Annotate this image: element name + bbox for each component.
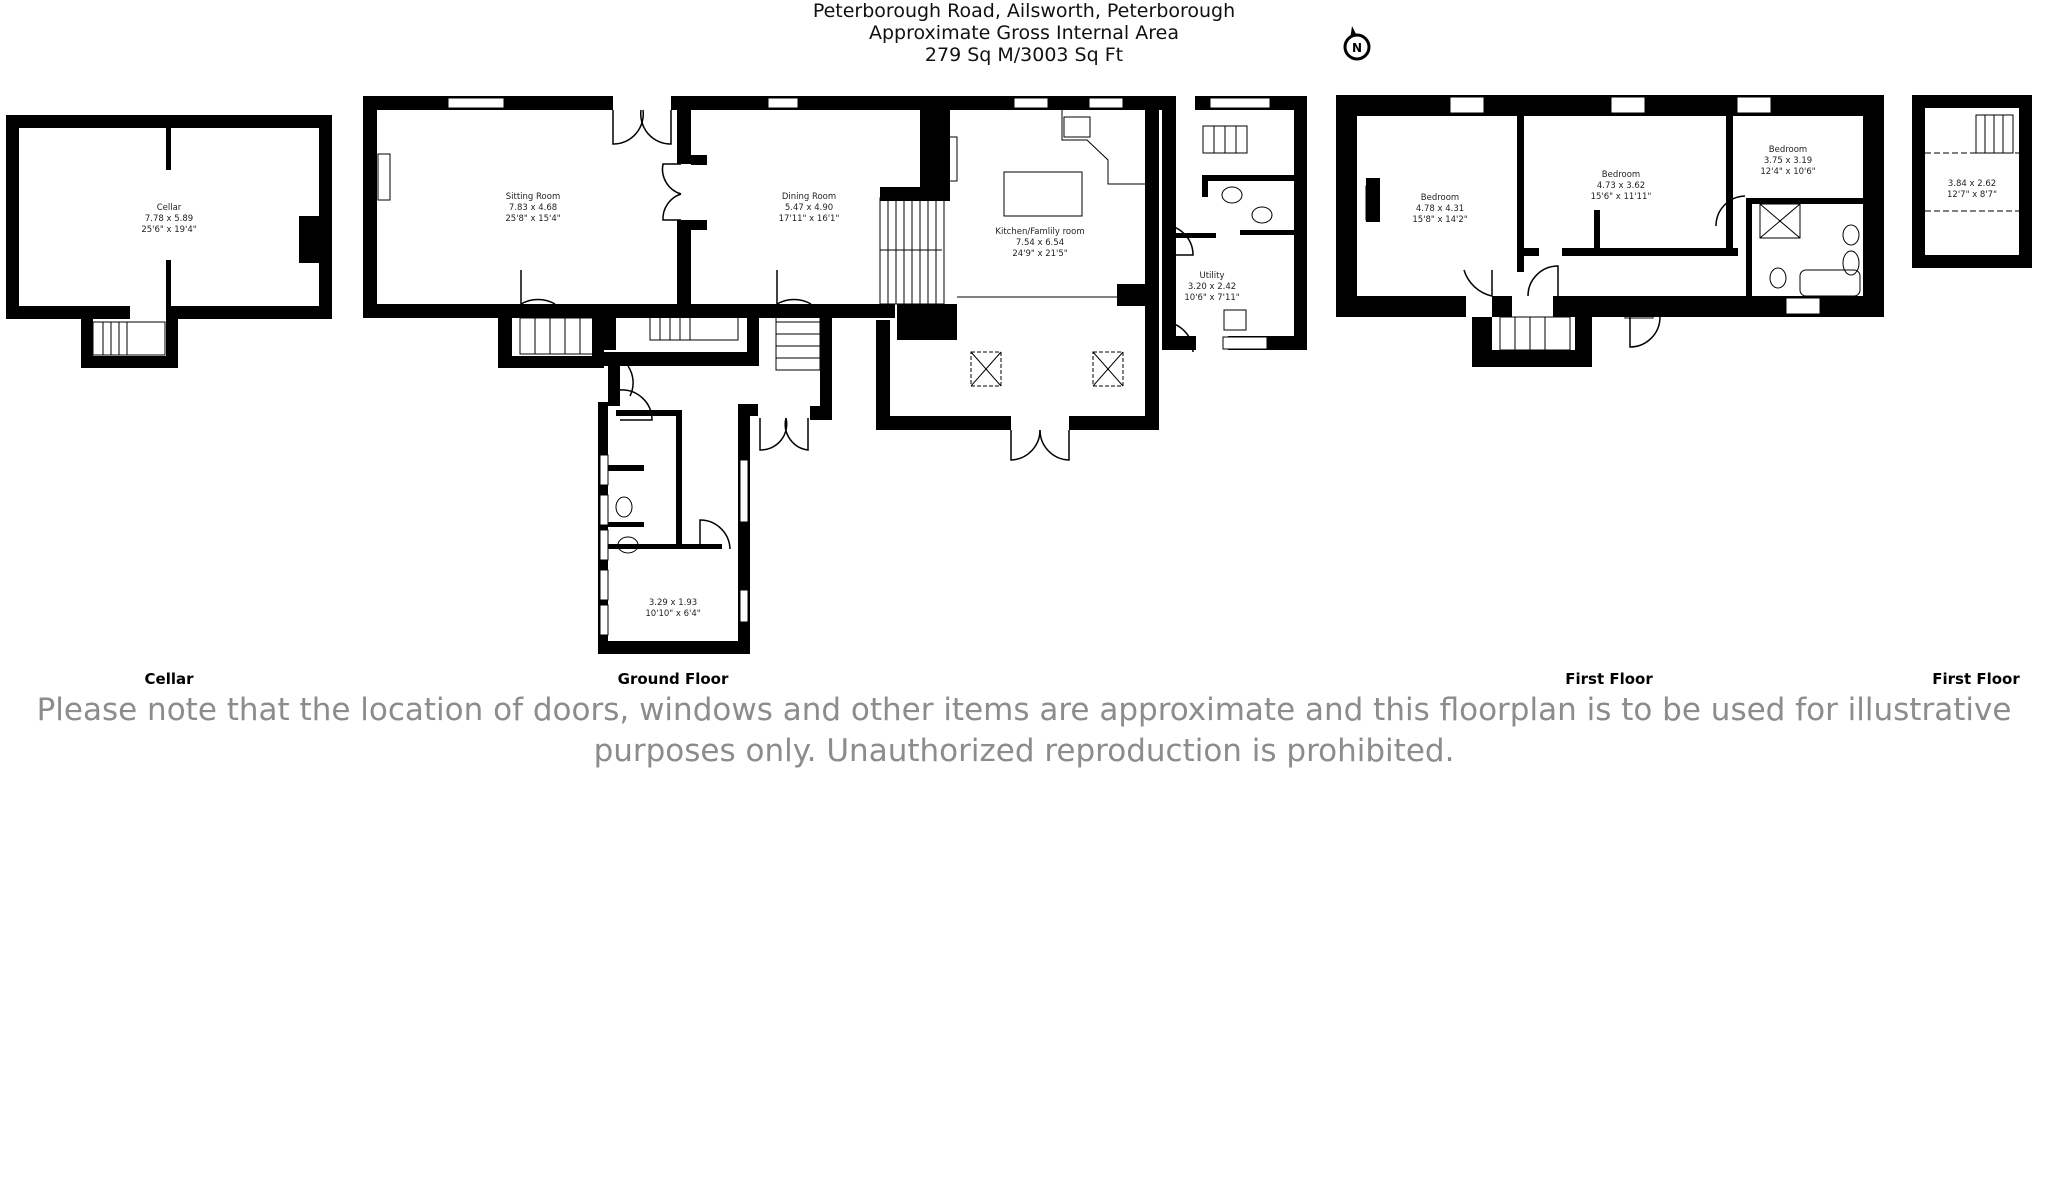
floorplan-drawing: Cellar 7.78 x 5.89 25'6" x 19'4" Sitting… <box>6 95 2032 654</box>
sitting-room-metric: 7.83 x 4.68 <box>509 203 557 213</box>
attic-walls <box>1912 95 2032 268</box>
kitchen-metric: 7.54 x 6.54 <box>1016 238 1064 248</box>
kitchen-imperial: 24'9" x 21'5" <box>1012 249 1067 259</box>
attic-metric: 3.84 x 2.62 <box>1948 179 1996 189</box>
ground-floor-walls <box>363 96 1307 654</box>
area-value: 279 Sq M/3003 Sq Ft <box>924 44 1124 66</box>
attic-imperial: 12'7" x 8'7" <box>1947 190 1997 200</box>
disclaimer: Please note that the location of doors, … <box>0 690 2048 772</box>
first-floor-walls <box>1336 95 1884 367</box>
sitting-room-name: Sitting Room <box>506 192 560 202</box>
bedroom1-imperial: 15'8" x 14'2" <box>1412 215 1467 225</box>
cellar-imperial: 25'6" x 19'4" <box>141 225 196 235</box>
utility-metric: 3.20 x 2.42 <box>1188 282 1236 292</box>
bedroom3-name: Bedroom <box>1769 145 1807 155</box>
dining-room-imperial: 17'11" x 16'1" <box>779 214 840 224</box>
cellar-metric: 7.78 x 5.89 <box>145 214 193 224</box>
bedroom3-imperial: 12'4" x 10'6" <box>1760 167 1815 177</box>
bedroom2-name: Bedroom <box>1602 170 1640 180</box>
dining-room-metric: 5.47 x 4.90 <box>785 203 833 213</box>
compass-label: N <box>1352 41 1362 55</box>
bedroom2-imperial: 15'6" x 11'11" <box>1591 192 1652 202</box>
floor-label-first-floor-attic: First Floor <box>1932 670 2020 688</box>
floor-label-ground-floor: Ground Floor <box>617 670 729 688</box>
ground-extra-imperial: 10'10" x 6'4" <box>645 609 700 619</box>
bedroom1-name: Bedroom <box>1421 193 1459 203</box>
cellar-name: Cellar <box>157 203 182 213</box>
utility-name: Utility <box>1199 271 1224 281</box>
disclaimer-line-2: purposes only. Unauthorized reproduction… <box>593 733 1455 769</box>
address-title: Peterborough Road, Ailsworth, Peterborou… <box>812 0 1236 22</box>
sitting-room-imperial: 25'8" x 15'4" <box>505 214 560 224</box>
bedroom1-metric: 4.78 x 4.31 <box>1416 204 1464 214</box>
cellar-walls <box>6 115 332 368</box>
area-title: Approximate Gross Internal Area <box>869 22 1179 44</box>
disclaimer-line-1: Please note that the location of doors, … <box>36 692 2012 728</box>
kitchen-name: Kitchen/Famlily room <box>995 227 1084 237</box>
bedroom2-metric: 4.73 x 3.62 <box>1597 181 1645 191</box>
utility-imperial: 10'6" x 7'11" <box>1184 293 1239 303</box>
plan-header: Peterborough Road, Ailsworth, Peterborou… <box>0 0 2048 66</box>
dining-room-name: Dining Room <box>782 192 836 202</box>
bedroom3-metric: 3.75 x 3.19 <box>1764 156 1812 166</box>
floor-label-first-floor: First Floor <box>1565 670 1653 688</box>
ground-extra-metric: 3.29 x 1.93 <box>649 598 697 608</box>
north-arrow-icon: N <box>1343 26 1371 61</box>
floor-label-cellar: Cellar <box>144 670 194 688</box>
